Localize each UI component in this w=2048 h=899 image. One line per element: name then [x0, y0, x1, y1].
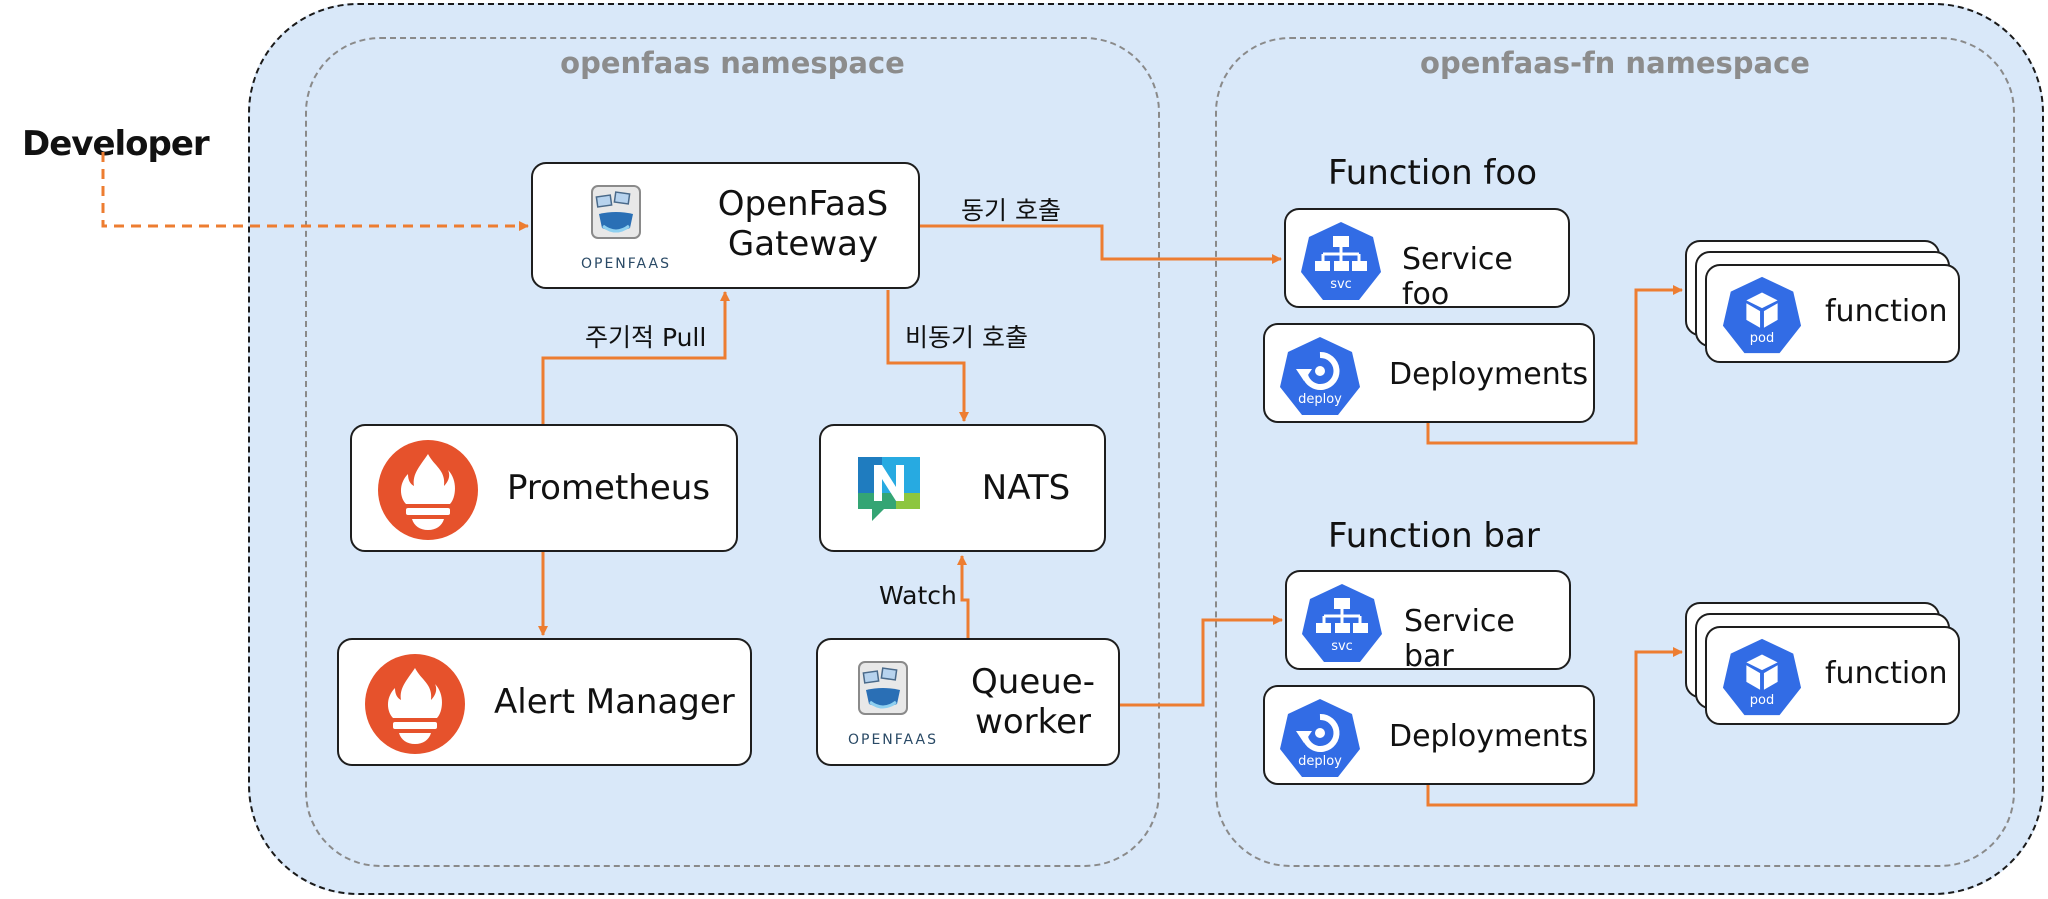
gateway-box: OPENFAAS OpenFaaS Gateway [531, 162, 920, 289]
pod-bar-label: function [1825, 656, 1948, 691]
gateway-label: OpenFaaS Gateway [717, 184, 889, 264]
service-foo-box: svc Service foo [1284, 208, 1570, 312]
sync-call-label: 동기 호출 [961, 196, 1061, 225]
deployments-bar-box: deploy Deployments [1263, 685, 1595, 785]
openfaas-logo-text: OPENFAAS [848, 732, 938, 748]
deployments-bar-label: Deployments [1389, 719, 1589, 754]
service-foo-label: Service foo [1402, 242, 1513, 312]
periodic-pull-label: 주기적 Pull [585, 323, 707, 352]
prometheus-box: Prometheus [350, 424, 738, 552]
nats-box: NATS [819, 424, 1106, 552]
openfaas-fn-namespace [1215, 37, 2015, 867]
alert-manager-box: Alert Manager [337, 638, 752, 766]
k8s-pod-icon: pod [1721, 636, 1803, 722]
k8s-pod-icon: pod [1721, 274, 1803, 360]
async-call-label: 비동기 호출 [905, 323, 1028, 352]
deploy-caption: deploy [1298, 392, 1342, 407]
queue-worker-box: OPENFAAS Queue- worker [816, 638, 1120, 766]
pod-caption: pod [1749, 693, 1775, 708]
function-foo-title: Function foo [1328, 153, 1537, 193]
k8s-svc-icon: svc [1300, 582, 1384, 668]
pod-foo-box: pod function [1705, 264, 1960, 363]
deploy-caption: deploy [1298, 754, 1342, 769]
deployments-foo-label: Deployments [1389, 357, 1589, 392]
prometheus-icon [378, 440, 478, 544]
service-bar-box: svc Service bar [1285, 570, 1571, 674]
svc-caption: svc [1331, 639, 1353, 654]
watch-label: Watch [879, 581, 957, 610]
nats-icon [858, 457, 920, 525]
svc-caption: svc [1330, 277, 1352, 292]
pod-bar-box: pod function [1705, 626, 1960, 725]
k8s-deploy-icon: deploy [1278, 697, 1362, 783]
openfaas-logo: OPENFAAS [848, 660, 938, 748]
k8s-deploy-icon: deploy [1278, 335, 1362, 421]
openfaas-namespace-label: openfaas namespace [560, 46, 905, 80]
function-bar-title: Function bar [1328, 516, 1540, 556]
k8s-svc-icon: svc [1299, 220, 1383, 306]
nats-label: NATS [981, 468, 1071, 508]
openfaas-logo-text: OPENFAAS [581, 256, 671, 272]
queue-worker-label: Queue- worker [971, 662, 1095, 742]
openfaas-namespace [305, 37, 1160, 867]
openfaas-logo: OPENFAAS [581, 184, 671, 272]
prometheus-label: Prometheus [507, 468, 711, 508]
deployments-foo-box: deploy Deployments [1263, 323, 1595, 423]
service-bar-label: Service bar [1404, 604, 1515, 674]
openfaas-fn-namespace-label: openfaas-fn namespace [1420, 46, 1810, 80]
prometheus-icon [365, 654, 465, 758]
pod-caption: pod [1749, 331, 1775, 346]
alert-manager-label: Alert Manager [494, 682, 735, 722]
developer-label: Developer [22, 124, 210, 164]
pod-foo-label: function [1825, 294, 1948, 329]
